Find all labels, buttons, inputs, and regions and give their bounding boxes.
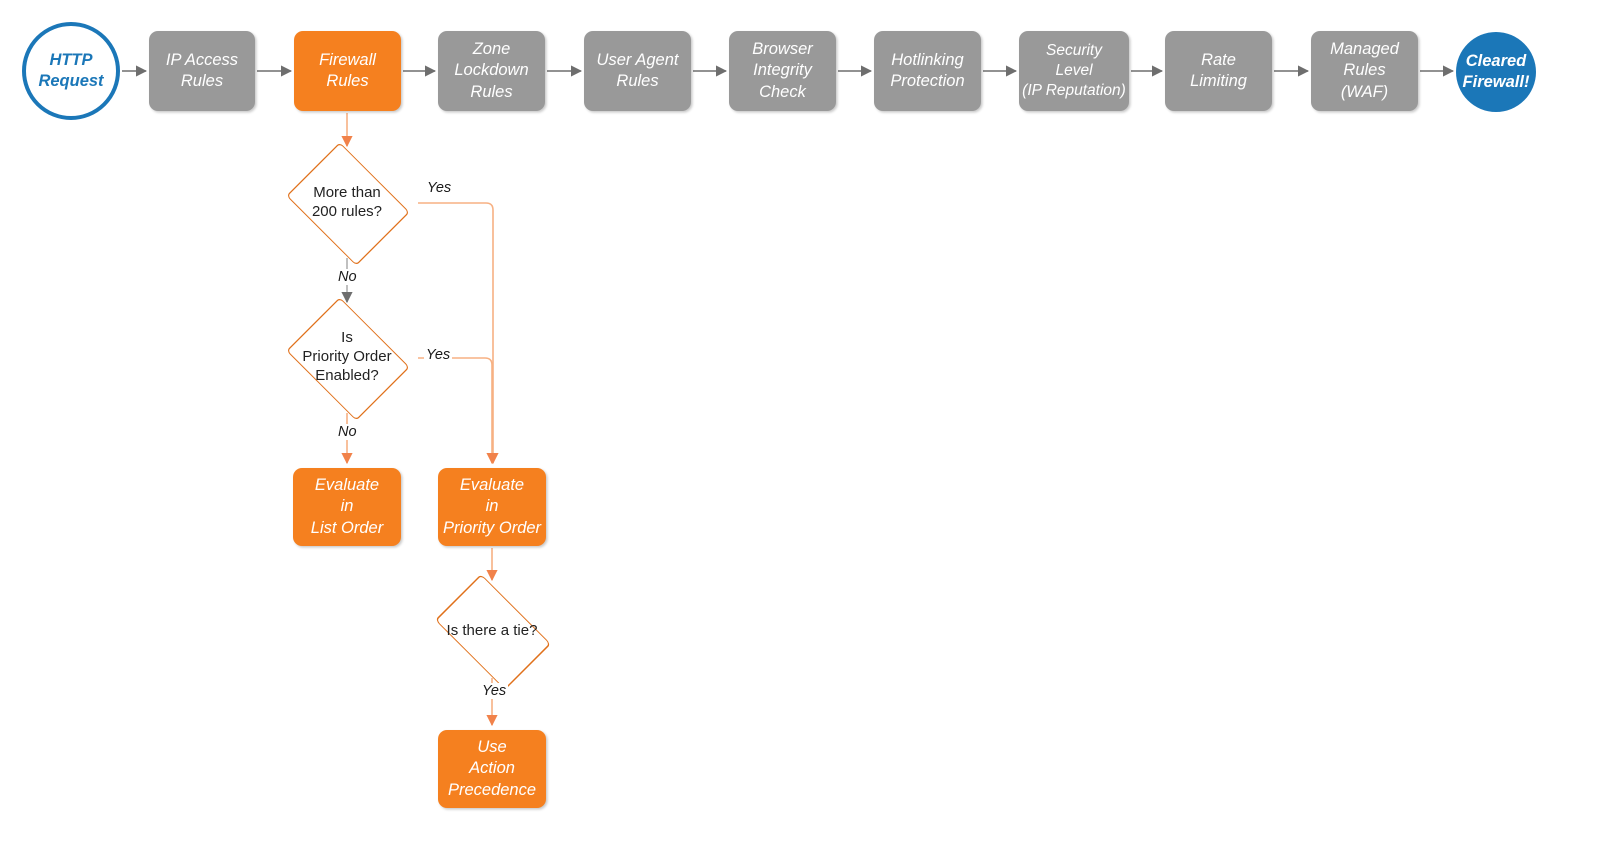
node-hotlinking-protection[interactable]: Hotlinking Protection bbox=[874, 31, 981, 111]
node-cleared-firewall[interactable]: Cleared Firewall! bbox=[1456, 32, 1536, 112]
node-http-request[interactable]: HTTP Request bbox=[22, 22, 120, 120]
node-zone-lockdown-rules[interactable]: Zone Lockdown Rules bbox=[438, 31, 545, 111]
decision-more-than-200-rules[interactable]: More than 200 rules? bbox=[277, 141, 417, 266]
edge-label-no-200-rules: No bbox=[336, 269, 359, 285]
node-firewall-rules[interactable]: Firewall Rules bbox=[294, 31, 401, 111]
decision-label: More than 200 rules? bbox=[311, 183, 383, 220]
edge-yes-priorityorder bbox=[418, 357, 498, 465]
node-rate-limiting[interactable]: Rate Limiting bbox=[1165, 31, 1272, 111]
edge-label-no-priority-order: No bbox=[336, 424, 359, 440]
decision-priority-order-enabled[interactable]: Is Priority Order Enabled? bbox=[277, 296, 417, 421]
node-browser-integrity-check[interactable]: Browser Integrity Check bbox=[729, 31, 836, 111]
edge-label-yes-200-rules: Yes bbox=[425, 180, 454, 196]
edge-yes-200rules bbox=[418, 202, 499, 465]
decision-label: Is there a tie? bbox=[446, 621, 538, 639]
edge-label-yes-tie: Yes bbox=[480, 683, 509, 699]
node-security-level[interactable]: Security Level (IP Reputation) bbox=[1019, 31, 1129, 111]
decision-label: Is Priority Order Enabled? bbox=[302, 329, 392, 384]
node-user-agent-rules[interactable]: User Agent Rules bbox=[584, 31, 691, 111]
edge-label-yes-priority-order: Yes bbox=[424, 347, 453, 363]
node-managed-rules-waf[interactable]: Managed Rules (WAF) bbox=[1311, 31, 1418, 111]
decision-is-there-a-tie[interactable]: Is there a tie? bbox=[422, 573, 562, 691]
node-ip-access-rules[interactable]: IP Access Rules bbox=[149, 31, 255, 111]
node-use-action-precedence[interactable]: Use Action Precedence bbox=[438, 730, 546, 808]
node-evaluate-in-list-order[interactable]: Evaluate in List Order bbox=[293, 468, 401, 546]
node-evaluate-in-priority-order[interactable]: Evaluate in Priority Order bbox=[438, 468, 546, 546]
